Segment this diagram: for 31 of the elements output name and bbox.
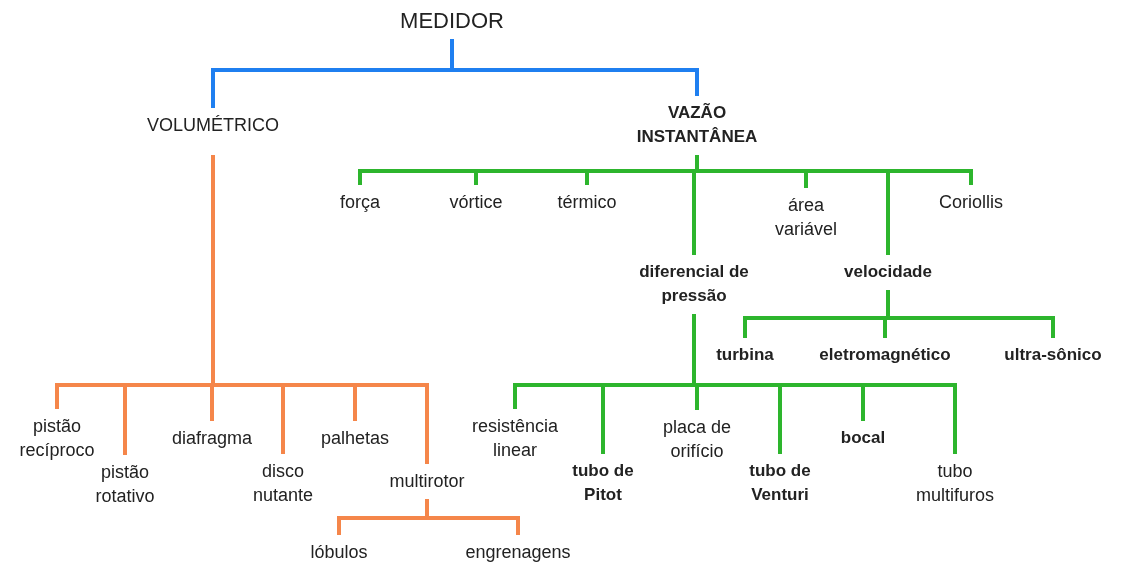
node-label: pistão rotativo <box>94 461 156 508</box>
connector <box>695 155 973 185</box>
node-label: tubo de Venturi <box>748 460 812 506</box>
node-label: pistão recíproco <box>18 415 96 462</box>
node-label: disco nutante <box>251 460 315 507</box>
node-label: velocidade <box>844 261 932 283</box>
connector <box>886 290 1055 338</box>
node-label: resistência linear <box>470 415 559 462</box>
node-label: eletromagnético <box>819 344 951 366</box>
node-label: tubo de Pitot <box>571 460 635 506</box>
node-label: engrenagens <box>465 541 571 562</box>
connector <box>425 499 520 535</box>
connector <box>211 155 429 464</box>
node-label: ultra-sônico <box>1004 344 1102 366</box>
node-label: diferencial de pressão <box>638 261 750 307</box>
node-label: turbina <box>716 344 774 366</box>
node-label: diafragma <box>172 427 252 450</box>
node-label: multirotor <box>389 470 465 493</box>
node-label: Coriollis <box>939 191 1003 214</box>
node-label: bocal <box>840 427 886 449</box>
node-label: placa de orifício <box>661 416 733 463</box>
node-label: tubo multifuros <box>915 460 995 507</box>
node-label: força <box>340 191 380 214</box>
node-label: VOLUMÉTRICO <box>147 114 279 137</box>
node-label: MEDIDOR <box>400 9 504 33</box>
node-label: VAZÃO INSTANTÂNEA <box>635 102 759 148</box>
node-label: palhetas <box>320 427 390 450</box>
node-label: área variável <box>774 194 838 241</box>
node-label: vórtice <box>449 191 503 214</box>
node-label: térmico <box>557 191 617 214</box>
node-label: lóbulos <box>310 541 368 562</box>
